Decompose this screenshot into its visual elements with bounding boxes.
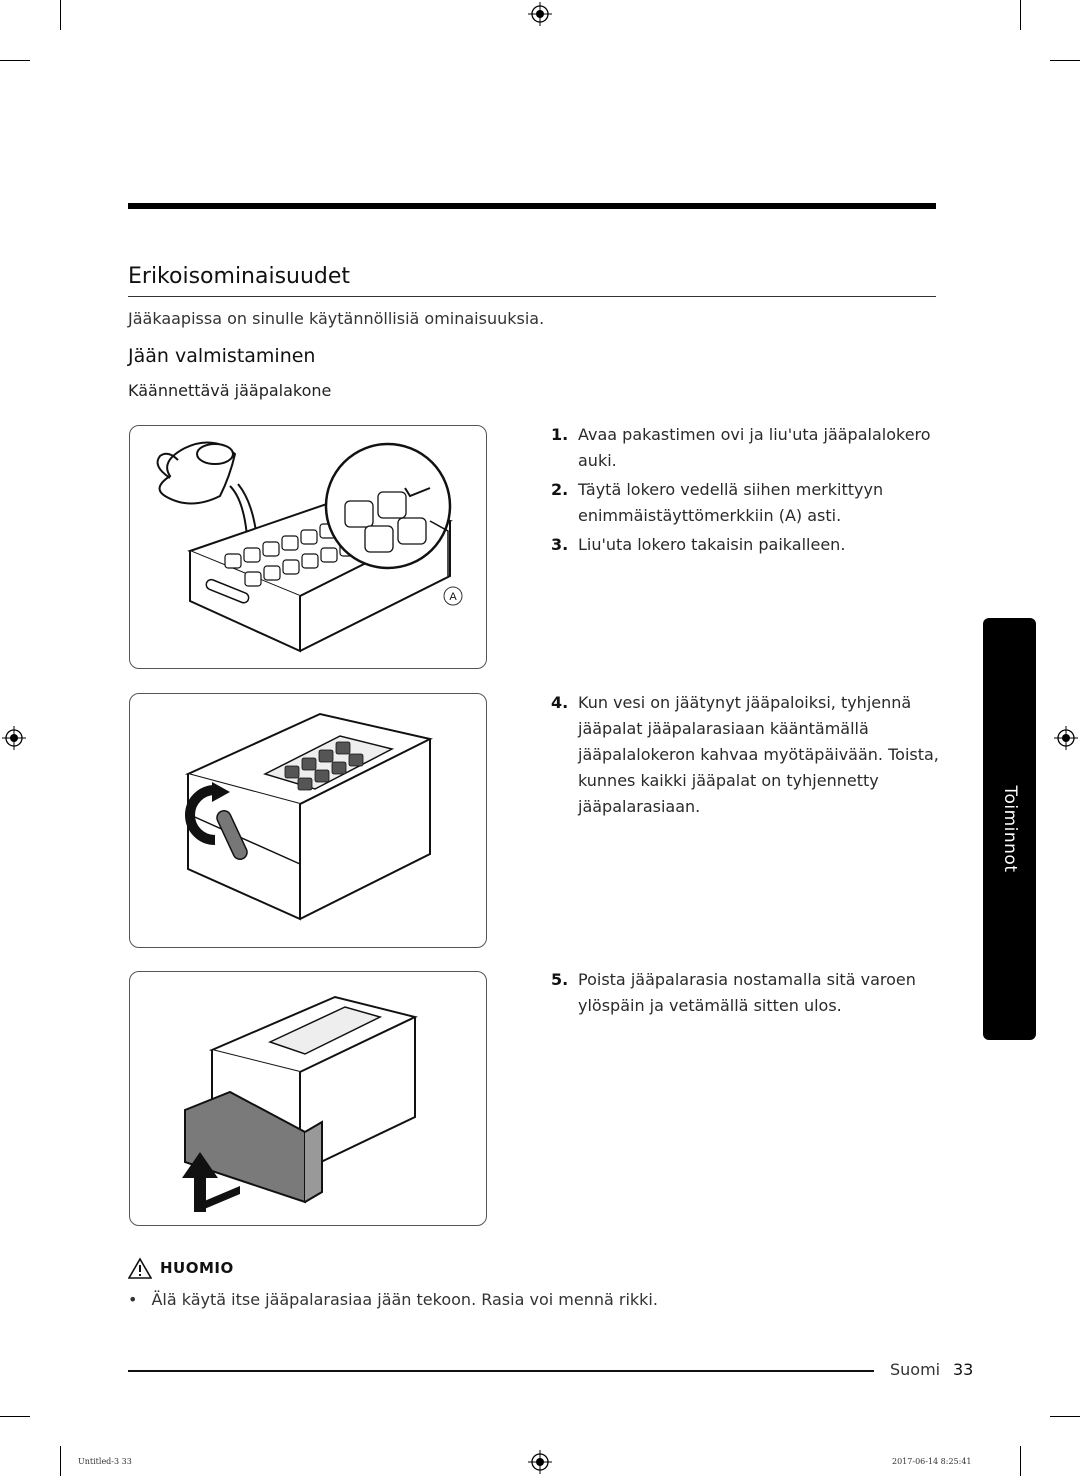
chapter-side-tab-label: Toiminnot	[999, 785, 1020, 873]
step-text: Kun vesi on jäätynyt jääpaloiksi, tyhjen…	[578, 693, 939, 816]
figure-twist-handle	[129, 693, 487, 948]
ice-tray-fill-illustration: A	[156, 441, 463, 653]
crop-mark	[1050, 60, 1080, 61]
figure-remove-bin	[129, 971, 487, 1226]
step-item: 2. Täytä lokero vedellä siihen merkittyyn…	[551, 477, 941, 529]
step-item: 3. Liu'uta lokero takaisin paikalleen.	[551, 532, 941, 558]
bullet: •	[128, 1290, 138, 1309]
subsubsection-title: Käännettävä jääpalakone	[128, 381, 332, 400]
footer-rule	[128, 1370, 874, 1372]
top-rule	[128, 203, 936, 209]
footer-language: Suomi	[890, 1360, 941, 1379]
figure-label-a: A	[449, 591, 457, 603]
step-number: 1.	[551, 425, 569, 444]
steps-group-2: 4. Kun vesi on jäätynyt jääpaloiksi, tyhj…	[551, 690, 941, 823]
page-number: 33	[953, 1360, 974, 1379]
step-item: 5. Poista jääpalarasia nostamalla sitä va…	[551, 967, 941, 1019]
registration-mark-icon	[528, 1450, 552, 1474]
intro-text: Jääkaapissa on sinulle käytännöllisiä om…	[128, 309, 545, 328]
caution-label: HUOMIO	[160, 1259, 234, 1277]
chapter-side-tab: Toiminnot	[983, 618, 1036, 1040]
subsection-title: Jään valmistaminen	[128, 345, 316, 367]
section-title: Erikoisominaisuudet	[128, 264, 351, 289]
step-number: 2.	[551, 480, 569, 499]
warning-triangle-icon	[128, 1257, 152, 1279]
title-rule	[128, 296, 936, 297]
crop-mark	[0, 1416, 30, 1417]
registration-mark-icon	[1054, 726, 1078, 750]
step-text: Avaa pakastimen ovi ja liu'uta jääpalalo…	[578, 425, 931, 470]
print-slug-left: Untitled-3 33	[78, 1457, 132, 1466]
figure-fill-tray: A	[129, 425, 487, 669]
registration-mark-icon	[2, 726, 26, 750]
rotate-arrow-icon	[185, 782, 230, 845]
up-arrow-icon	[182, 1152, 240, 1212]
crop-mark	[60, 0, 61, 30]
step-number: 3.	[551, 535, 569, 554]
caution-item: • Älä käytä itse jääpalarasiaa jään teko…	[128, 1290, 658, 1309]
crop-mark	[60, 1446, 61, 1476]
step-number: 4.	[551, 693, 569, 712]
step-number: 5.	[551, 970, 569, 989]
caution-text: Älä käytä itse jääpalarasiaa jään tekoon…	[151, 1290, 658, 1309]
step-text: Täytä lokero vedellä siihen merkittyyn e…	[578, 480, 884, 525]
steps-group-1: 1. Avaa pakastimen ovi ja liu'uta jääpala…	[551, 422, 941, 561]
step-text: Liu'uta lokero takaisin paikalleen.	[578, 535, 846, 554]
print-slug-right: 2017-06-14 8:25:41	[892, 1457, 972, 1466]
caution-heading: HUOMIO	[128, 1257, 234, 1279]
crop-mark	[1020, 0, 1021, 30]
registration-mark-icon	[528, 2, 552, 26]
crop-mark	[1050, 1416, 1080, 1417]
crop-mark	[1020, 1446, 1021, 1476]
ice-bin-remove-illustration	[184, 995, 418, 1204]
step-text: Poista jääpalarasia nostamalla sitä varo…	[578, 970, 916, 1015]
step-item: 1. Avaa pakastimen ovi ja liu'uta jääpala…	[551, 422, 941, 474]
crop-mark	[0, 60, 30, 61]
steps-group-3: 5. Poista jääpalarasia nostamalla sitä va…	[551, 967, 941, 1022]
step-item: 4. Kun vesi on jäätynyt jääpaloiksi, tyhj…	[551, 690, 941, 820]
